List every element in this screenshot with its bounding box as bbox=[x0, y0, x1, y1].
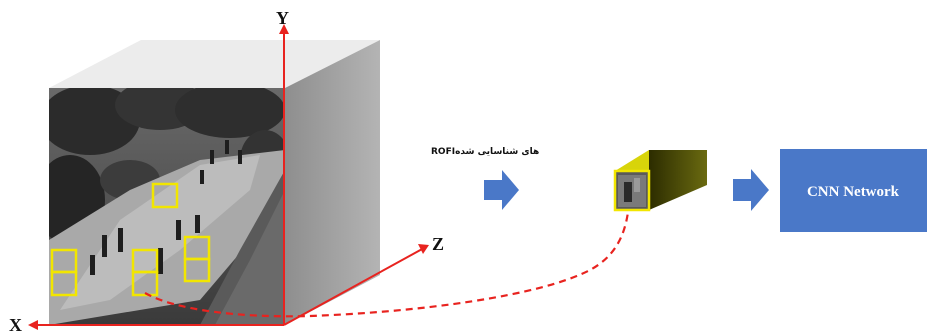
tube-side-face bbox=[649, 150, 707, 210]
roi-boxes bbox=[50, 182, 211, 297]
right-arrow-icon bbox=[484, 170, 519, 210]
right-arrow-icon bbox=[733, 169, 769, 211]
roi-box bbox=[183, 257, 211, 283]
cnn-network-label: CNN Network bbox=[807, 184, 900, 200]
video-frame bbox=[49, 88, 285, 325]
cube-top-face bbox=[49, 40, 380, 88]
roi-box bbox=[131, 270, 159, 297]
cube-side-face bbox=[285, 40, 380, 325]
z-axis-label: Z bbox=[432, 234, 444, 254]
roi-box bbox=[50, 270, 78, 297]
video-cube bbox=[49, 40, 380, 325]
cnn-network-box: CNN Network bbox=[780, 149, 927, 232]
z-axis bbox=[283, 247, 425, 326]
y-axis-label: Y bbox=[276, 8, 289, 28]
z-axis-arrowhead bbox=[418, 244, 429, 254]
roi-trajectory-curve bbox=[144, 211, 630, 318]
tube-front-border bbox=[613, 169, 651, 212]
axes bbox=[28, 24, 429, 330]
roi-label: ROFIهای شناسایی شده bbox=[431, 147, 539, 157]
y-axis-arrowhead bbox=[279, 24, 289, 34]
x-axis-label: X bbox=[9, 315, 22, 333]
roi-box bbox=[151, 182, 179, 209]
roi-tube bbox=[613, 150, 707, 212]
x-axis-arrowhead bbox=[28, 320, 38, 330]
